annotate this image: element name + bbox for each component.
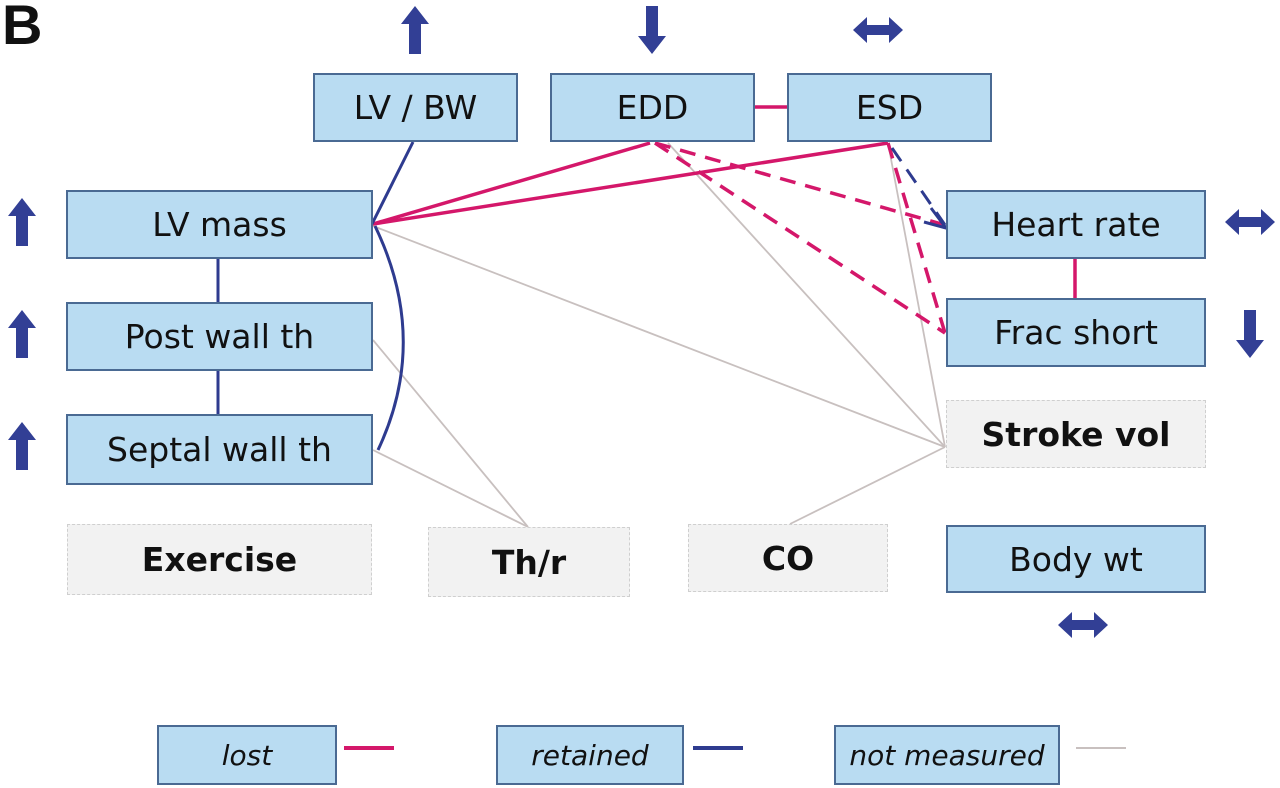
link-lv-mass-to-septal-wall [373, 225, 405, 451]
change-indicators [8, 6, 1275, 638]
node-post-wall: Post wall th [66, 302, 373, 371]
link-edd-to-lv-mass [372, 141, 651, 226]
septal-wall-up-arrow-icon [8, 422, 36, 470]
post-wall-up-arrow-icon [8, 310, 36, 358]
lv-bw-up-arrow-icon [401, 6, 429, 54]
link-post-wall-to-thr [372, 339, 529, 528]
node-heart-rate: Heart rate [946, 190, 1206, 259]
node-exercise: Exercise [67, 524, 372, 595]
legend-lost-label: lost [157, 725, 337, 785]
legend-retained-label: retained [496, 725, 684, 785]
link-esd-to-heart-rate [890, 147, 947, 226]
node-septal-wall: Septal wall th [66, 414, 373, 485]
node-co: CO [688, 524, 888, 592]
node-stroke-vol: Stroke vol [946, 400, 1206, 468]
esd-unchanged-arrow-icon [853, 17, 903, 43]
panel-label: B [2, 0, 43, 56]
body-wt-unchanged-arrow-icon [1058, 612, 1108, 638]
node-esd: ESD [787, 73, 992, 142]
link-stroke-vol-to-co [789, 446, 946, 525]
arrowhead-esd-heart-rate [923, 207, 950, 231]
node-body-wt: Body wt [946, 525, 1206, 593]
edd-down-arrow-icon [638, 6, 666, 54]
link-edd-to-stroke-vol [667, 142, 946, 448]
heart-rate-unchanged-arrow-icon [1225, 209, 1275, 235]
connector-lines [216, 105, 1077, 528]
node-thr: Th/r [428, 527, 630, 597]
lv-mass-up-arrow-icon [8, 198, 36, 246]
link-esd-to-stroke-vol [887, 142, 946, 448]
link-esd-to-frac-short [886, 142, 947, 334]
frac-short-down-arrow-icon [1236, 310, 1264, 358]
link-septal-wall-to-thr [372, 449, 529, 528]
node-lv-bw: LV / BW [313, 73, 518, 142]
link-lv-mass-to-stroke-vol [372, 225, 946, 448]
node-lv-mass: LV mass [66, 190, 373, 259]
link-lv-bw-to-lv-mass [370, 141, 415, 225]
link-edd-to-frac-short [654, 141, 946, 335]
node-edd: EDD [550, 73, 755, 142]
node-frac-short: Frac short [946, 298, 1206, 367]
link-esd-to-lv-mass [372, 141, 889, 226]
legend-not-measured-label: not measured [834, 725, 1060, 785]
